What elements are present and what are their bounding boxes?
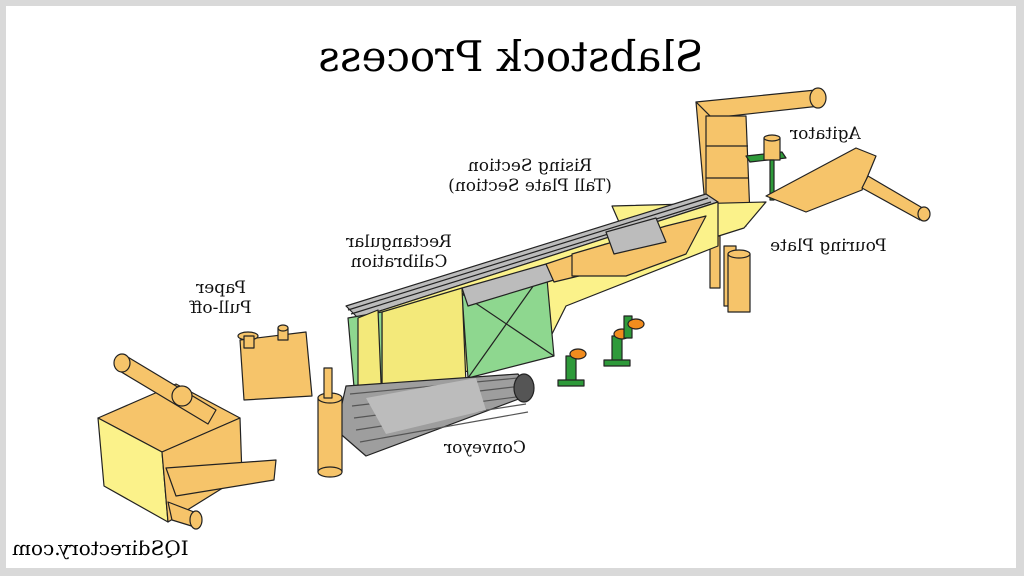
label-agitator: Agitator	[790, 124, 861, 144]
slabstock-illustration	[97, 87, 931, 530]
diagram-frame: Slabstock Process Agitator Pouring Plate…	[6, 6, 1016, 568]
label-paper-line2: Pull-off	[190, 298, 252, 318]
credit-text: IQSdirectory.com	[12, 536, 189, 560]
label-rising-line1: Rising Section	[467, 156, 593, 176]
label-rectangular-calibration: Rectangular Calibration	[334, 232, 464, 272]
label-conveyor: Conveyor	[444, 438, 526, 458]
conveyor	[335, 373, 535, 457]
foam-block	[97, 353, 277, 530]
label-rising-line2: (Tall Plate Section)	[448, 176, 612, 196]
diagram-title: Slabstock Process	[318, 32, 704, 81]
support-stands	[557, 315, 645, 387]
label-rising-section: Rising Section (Tall Plate Section)	[430, 156, 630, 196]
label-paper-pulloff: Paper Pull-off	[176, 278, 266, 318]
main-tunnel	[345, 193, 719, 413]
paper-pulloff	[237, 324, 313, 401]
agitator-tower	[695, 87, 931, 227]
label-paper-line1: Paper	[196, 278, 246, 298]
feed-roll	[317, 367, 343, 478]
label-rect-line2: Calibration	[350, 252, 448, 272]
label-rect-line1: Rectangular	[346, 232, 452, 252]
label-pouring-plate: Pouring Plate	[770, 236, 887, 256]
